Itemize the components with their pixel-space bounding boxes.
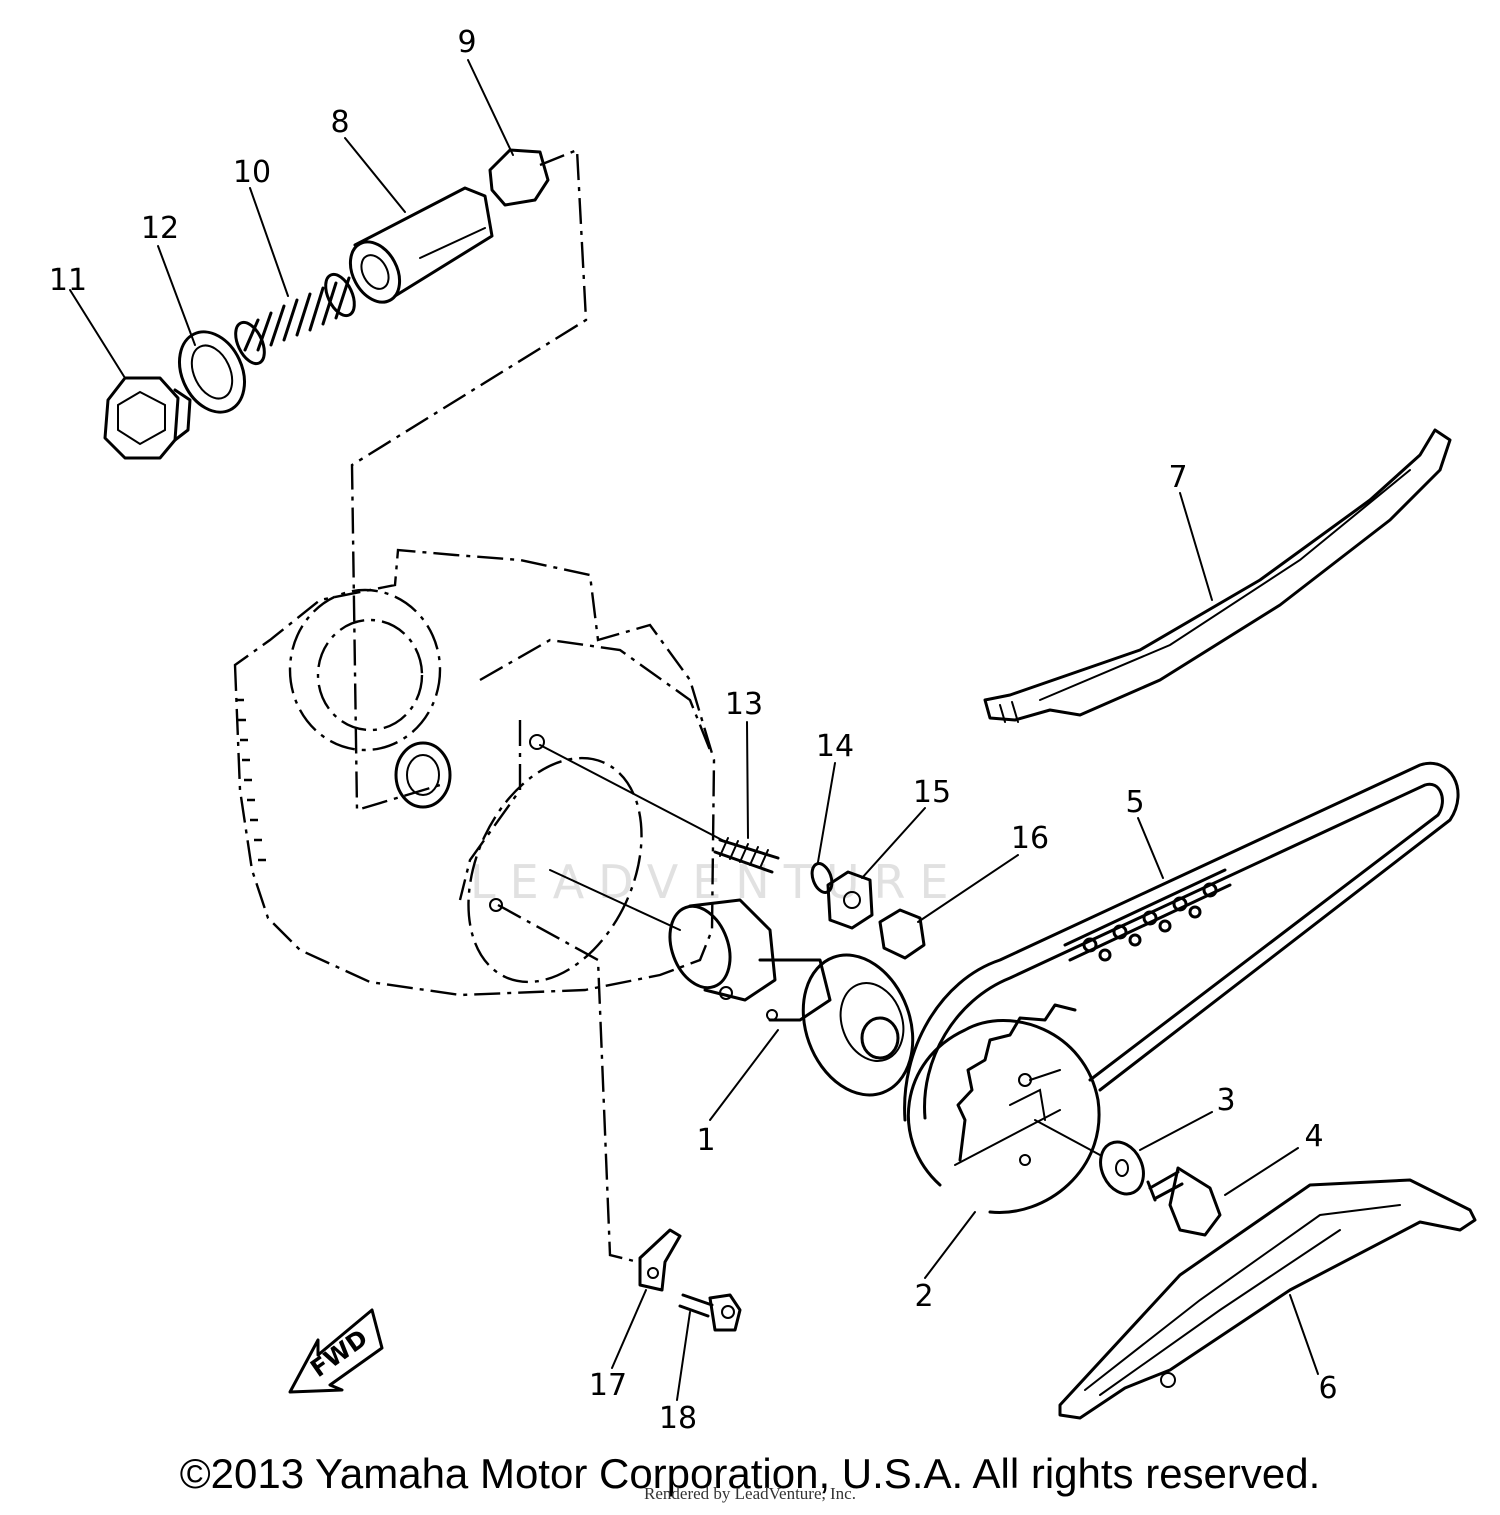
tensioner-cap-bolt-part	[103, 376, 192, 460]
callout-number: 8	[330, 105, 349, 140]
washer-part	[1099, 1140, 1145, 1196]
chain-guide-lower-part	[1058, 1178, 1477, 1420]
plate-dash-line	[497, 903, 639, 1264]
callout-number: 2	[914, 1279, 933, 1314]
callout-number: 1	[696, 1123, 715, 1158]
callout-number: 15	[913, 775, 951, 810]
stud-bolt-part	[713, 837, 780, 874]
callout-number: 11	[49, 263, 87, 298]
callout-number: 12	[141, 211, 179, 246]
callout-number: 14	[816, 729, 854, 764]
bolt-part	[678, 1293, 742, 1332]
callout-number: 13	[725, 687, 763, 722]
o-ring-part	[810, 862, 834, 894]
tensioner-dash-line	[350, 148, 588, 812]
copyright-text: ©2013 Yamaha Motor Corporation, U.S.A. A…	[179, 1450, 1321, 1497]
plate-part	[638, 1228, 682, 1292]
callout-number: 9	[457, 25, 476, 60]
cap-nut-part	[878, 908, 926, 960]
gasket-part	[178, 330, 246, 414]
assembly-line-2	[1034, 1119, 1101, 1156]
nut-part	[826, 870, 874, 930]
sprocket-bolt-part	[1146, 1166, 1222, 1237]
callout-number: 7	[1168, 460, 1187, 495]
chain-guide-upper-part	[983, 428, 1452, 723]
callout-number: 3	[1216, 1083, 1235, 1118]
assembly-line-1	[549, 869, 681, 931]
leader-lines	[69, 59, 1319, 1401]
assembly-line-13	[539, 744, 723, 841]
callout-number: 5	[1125, 785, 1144, 820]
callout-number: 10	[233, 155, 271, 190]
tensioner-spring-part	[234, 272, 356, 366]
tensioner-cap-part	[488, 148, 550, 207]
fwd-label: FWD	[305, 1324, 373, 1383]
callout-number: 16	[1011, 821, 1049, 856]
callout-number: 17	[589, 1368, 627, 1403]
camshaft-part	[668, 898, 915, 1097]
cam-chain-part	[903, 761, 1460, 1122]
rendered-by-text: Rendered by LeadVenture, Inc.	[644, 1484, 856, 1503]
callout-number: 4	[1304, 1119, 1323, 1154]
tensioner-rod-part	[348, 186, 494, 304]
fwd-arrow-icon: FWD	[288, 1308, 384, 1394]
cam-sprocket-part	[906, 1003, 1101, 1214]
cylinder-head	[233, 548, 716, 997]
callout-number: 18	[659, 1401, 697, 1436]
callout-number: 6	[1318, 1371, 1337, 1406]
